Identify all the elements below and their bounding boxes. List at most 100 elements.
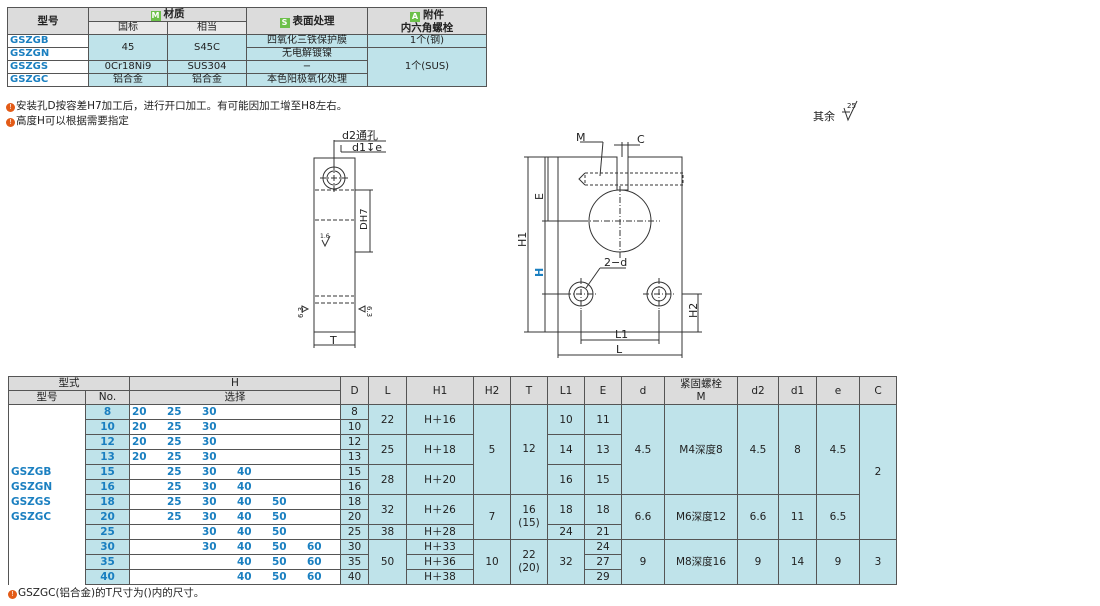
h-select-cell: 40	[235, 524, 270, 540]
h-select-cell	[235, 404, 270, 420]
header-t: T	[510, 376, 548, 405]
h-select-cell	[129, 569, 165, 585]
h1-cell: H＋33	[406, 539, 474, 555]
model-cell: GSZGN	[7, 47, 89, 61]
std-cell: 0Cr18Ni9	[88, 60, 168, 74]
h-select-cell: 25	[165, 434, 200, 450]
d2-label: d2通孔	[342, 129, 378, 142]
h-select-cell: 30	[200, 434, 235, 450]
h-select-cell: 60	[305, 539, 341, 555]
l1-cell: 24	[547, 524, 585, 540]
h-select-cell: 40	[235, 479, 270, 495]
d-cell: 16	[340, 479, 369, 495]
c-cell: 3	[859, 539, 897, 585]
h-select-cell: 25	[165, 404, 200, 420]
d1-cell: 14	[778, 539, 817, 585]
bolt-cell: 1个(钢)	[367, 34, 487, 48]
no-cell: 8	[85, 404, 130, 420]
note-2: !高度H可以根据需要指定	[6, 113, 129, 128]
t-cell: 12	[510, 404, 548, 495]
d1-cell: 8	[778, 404, 817, 495]
h1-cell: H＋36	[406, 554, 474, 570]
d-cell: 20	[340, 509, 369, 525]
d-cell: 35	[340, 554, 369, 570]
t-cell: 22(20)	[510, 539, 548, 585]
h-select-cell	[270, 479, 305, 495]
bolt-cell: 1个(SUS)	[367, 47, 487, 87]
d1-cell: 11	[778, 494, 817, 540]
header-l1: L1	[547, 376, 585, 405]
h-select-cell: 40	[235, 509, 270, 525]
e-label: E	[533, 193, 546, 200]
h-select-cell: 25	[165, 479, 200, 495]
d-cell: 30	[340, 539, 369, 555]
no-cell: 25	[85, 524, 130, 540]
h-select-cell: 30	[200, 464, 235, 480]
e-cell: 21	[584, 524, 622, 540]
header-select: 选择	[129, 390, 341, 405]
h-select-cell: 20	[129, 404, 165, 420]
header-type: 型式	[8, 376, 130, 391]
h-select-cell	[235, 434, 270, 450]
model-cell: GSZGC	[7, 73, 89, 87]
h-select-cell	[165, 539, 200, 555]
header-model: 型号	[7, 7, 89, 35]
l-cell: 22	[368, 404, 407, 435]
d-cell: 13	[340, 449, 369, 465]
header-equiv: 相当	[167, 21, 247, 35]
header-h: H	[129, 376, 341, 391]
d-cell: 15	[340, 464, 369, 480]
h2-cell: 5	[473, 404, 511, 495]
h-select-cell	[129, 494, 165, 510]
h1-cell: H＋38	[406, 569, 474, 585]
h-select-cell: 50	[270, 569, 305, 585]
no-cell: 15	[85, 464, 130, 480]
h-select-cell: 25	[165, 464, 200, 480]
note-1: !安装孔D按容差H7加工后，进行开口加工。有可能因加工增至H8左右。	[6, 98, 347, 113]
d-cell: 18	[340, 494, 369, 510]
screw-cell: M6深度12	[664, 494, 738, 540]
d-cell: 25	[340, 524, 369, 540]
d-cell: 9	[621, 539, 665, 585]
h1-label: H1	[516, 232, 529, 247]
h2-cell: 10	[473, 539, 511, 585]
h-select-cell: 25	[165, 449, 200, 465]
d-cell: 10	[340, 419, 369, 435]
h-select-cell: 60	[305, 569, 341, 585]
h1-cell: H＋26	[406, 494, 474, 525]
l1-cell: 32	[547, 539, 585, 585]
header-d2: d2	[737, 376, 779, 405]
h-select-cell: 50	[270, 509, 305, 525]
h-select-cell: 40	[235, 569, 270, 585]
material-tag-icon: M	[150, 11, 161, 21]
h-select-cell: 40	[235, 539, 270, 555]
header-d1: d1	[778, 376, 817, 405]
e-cell: 11	[584, 404, 622, 435]
equiv-cell: 铝合金	[167, 73, 247, 87]
roughness-label: 6.3	[297, 307, 305, 318]
h-select-cell	[270, 464, 305, 480]
d2-cell: 6.6	[737, 494, 779, 540]
l-cell: 25	[368, 434, 407, 465]
ee-cell: 6.5	[816, 494, 860, 540]
warning-icon: !	[6, 118, 15, 127]
no-cell: 18	[85, 494, 130, 510]
h-select-cell: 25	[165, 509, 200, 525]
header-l: L	[368, 376, 407, 405]
surface-cell: 无电解镀镍	[246, 47, 368, 61]
no-cell: 20	[85, 509, 130, 525]
dh7-label: DH7	[359, 208, 370, 230]
d-cell: 4.5	[621, 404, 665, 495]
l1-cell: 16	[547, 464, 585, 495]
h-select-cell	[165, 524, 200, 540]
surface-cell: 本色阳极氧化处理	[246, 73, 368, 87]
e-cell: 15	[584, 464, 622, 495]
ee-cell: 9	[816, 539, 860, 585]
